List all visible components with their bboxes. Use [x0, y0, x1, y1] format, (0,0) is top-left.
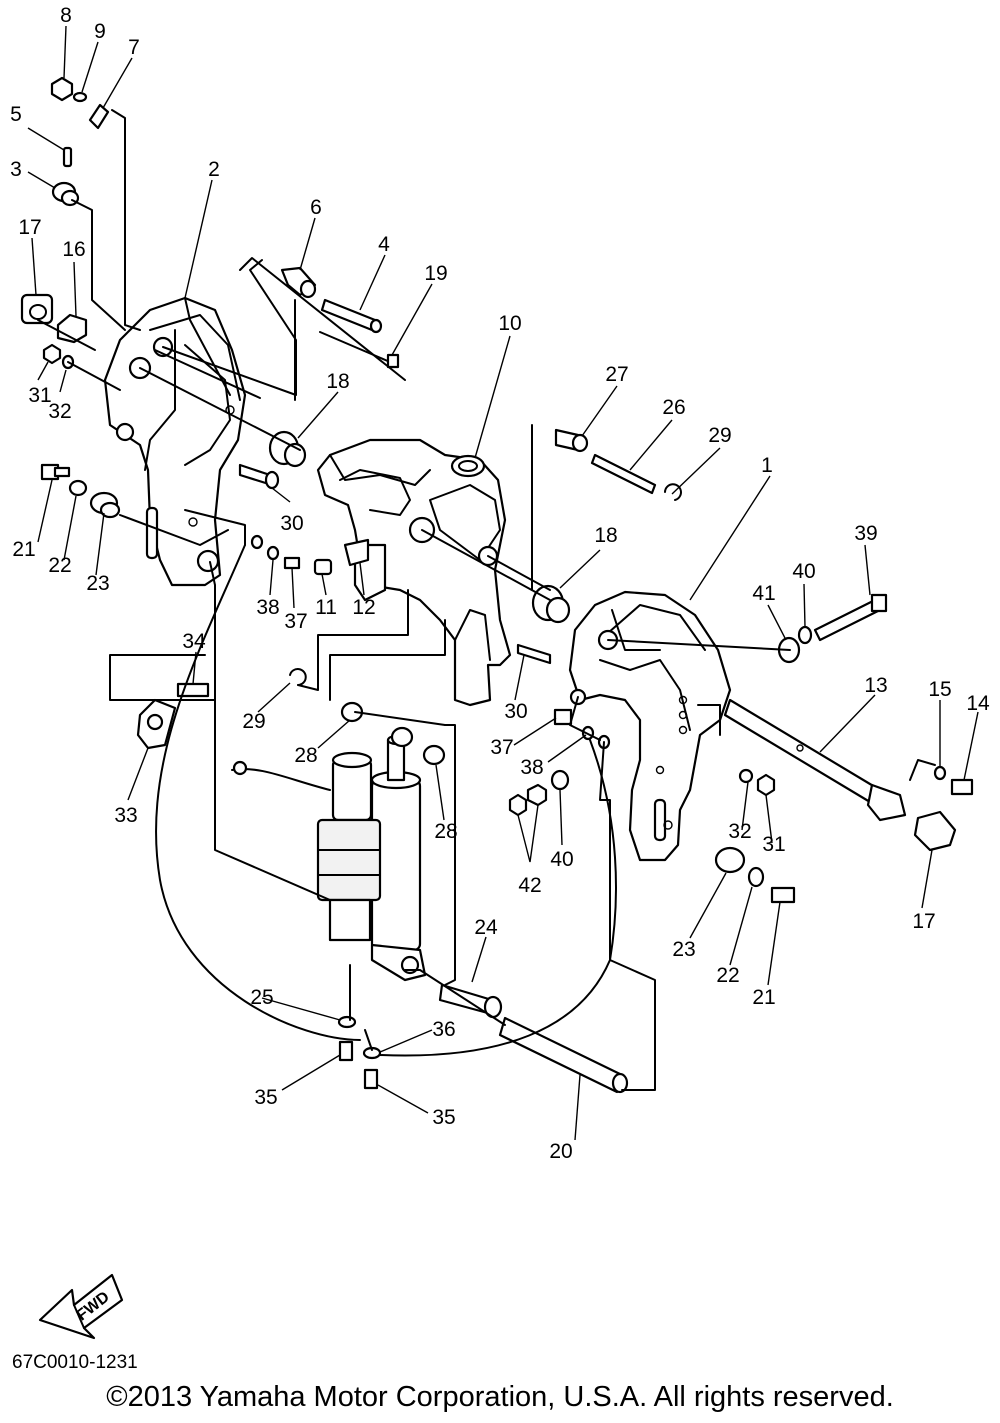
callout-label: 28 [434, 820, 457, 843]
callout-label: 8 [60, 4, 72, 27]
callout-label: 3 [10, 158, 22, 181]
callout-label: 29 [242, 710, 265, 733]
callout-label: 37 [490, 736, 513, 759]
callout-label: 23 [86, 572, 109, 595]
callout-label: 21 [752, 986, 775, 1009]
callout-label: 39 [854, 522, 877, 545]
callout-leaders [27, 25, 979, 1141]
callout-label: 13 [864, 674, 887, 697]
callout-label: 33 [114, 804, 137, 827]
callout-label: 18 [594, 524, 617, 547]
callout-label: 10 [498, 312, 521, 335]
callout-label: 1 [761, 454, 773, 477]
callout-label: 2 [208, 158, 220, 181]
callout-label: 14 [966, 692, 990, 715]
callout-label: 32 [48, 400, 71, 423]
callout-label: 42 [518, 874, 541, 897]
callout-label: 11 [315, 596, 337, 619]
callout-label: 38 [256, 596, 279, 619]
callout-label: 29 [708, 424, 731, 447]
callout-label: 31 [28, 384, 51, 407]
callout-label: 40 [550, 848, 573, 871]
callout-label: 36 [432, 1018, 455, 1041]
callout-label: 21 [12, 538, 35, 561]
callout-label: 40 [792, 560, 815, 583]
callout-label: 22 [48, 554, 71, 577]
callout-label: 37 [284, 610, 307, 633]
callout-label: 4 [378, 233, 390, 256]
copyright-notice: ©2013 Yamaha Motor Corporation, U.S.A. A… [106, 1381, 894, 1413]
callout-label: 6 [310, 196, 322, 219]
callout-label: 31 [762, 833, 785, 856]
swivel-bracket [316, 438, 512, 707]
callout-label: 35 [432, 1106, 455, 1129]
callout-label: 30 [504, 700, 527, 723]
callout-labels: 1 2 3 4 5 6 7 8 9 10 11 12 13 14 15 16 1… [10, 4, 990, 1163]
callout-label: 5 [10, 103, 22, 126]
callout-label: 20 [549, 1140, 572, 1163]
callout-label: 23 [672, 938, 695, 961]
callout-label: 17 [912, 910, 935, 933]
callout-label: 24 [474, 916, 498, 939]
callout-label: 18 [326, 370, 349, 393]
callout-label: 22 [716, 964, 739, 987]
callout-label: 7 [128, 36, 140, 59]
drawing-code: 67C0010-1231 [12, 1352, 138, 1373]
clamp-bracket-right [568, 590, 732, 862]
callout-label: 34 [182, 630, 206, 653]
fwd-arrow: FWD [38, 1273, 124, 1340]
clamp-bracket-left [103, 296, 247, 587]
callout-label: 9 [94, 20, 106, 43]
callout-label: 28 [294, 744, 317, 767]
callout-label: 12 [352, 596, 375, 619]
callout-label: 19 [424, 262, 447, 285]
callout-label: 16 [62, 238, 85, 261]
callout-label: 30 [280, 512, 303, 535]
tilt-cylinder-unit [316, 734, 427, 982]
callout-label: 27 [605, 363, 628, 386]
callout-label: 38 [520, 756, 543, 779]
callout-label: 35 [254, 1086, 277, 1109]
callout-label: 17 [18, 216, 41, 239]
assembly-lines [37, 109, 936, 1091]
callout-label: 15 [928, 678, 951, 701]
callout-label: 26 [662, 396, 685, 419]
callout-label: 41 [752, 582, 775, 605]
callout-label: 32 [728, 820, 751, 843]
callout-label: 25 [250, 986, 273, 1009]
